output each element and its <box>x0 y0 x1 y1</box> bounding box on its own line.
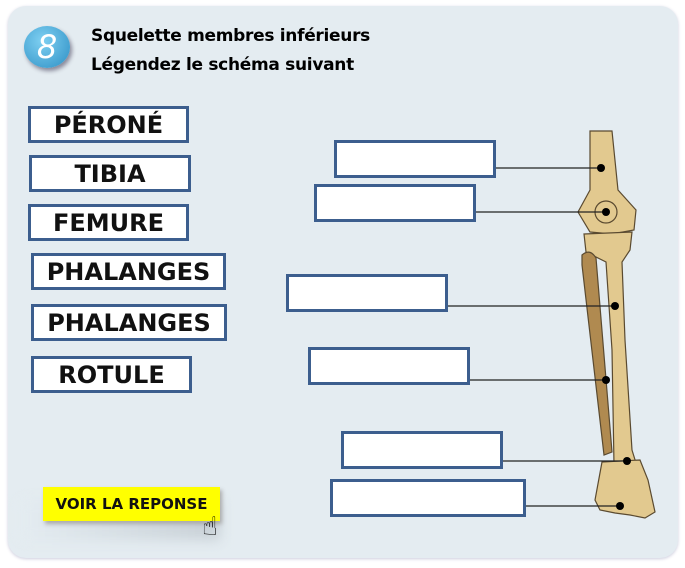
word-tile-phalanges-1[interactable]: PHALANGES <box>31 253 226 290</box>
exercise-title: Squelette membres inférieurs <box>91 26 370 46</box>
exercise-number-badge: 8 <box>24 26 70 68</box>
answer-box-5[interactable] <box>341 431 503 469</box>
answer-box-3[interactable] <box>286 274 448 312</box>
word-tile-phalanges-2[interactable]: PHALANGES <box>31 304 227 341</box>
word-tile-tibia[interactable]: TIBIA <box>29 155 191 192</box>
show-answer-button[interactable]: VOIR LA REPONSE <box>43 487 220 521</box>
word-tile-femure[interactable]: FEMURE <box>28 204 189 241</box>
foot-bones <box>594 459 656 519</box>
pointer-hand-icon: ☝ <box>202 512 218 542</box>
tibia-bone <box>583 231 637 466</box>
answer-box-1[interactable] <box>334 140 496 178</box>
fibula-bone <box>581 251 613 456</box>
exercise-instruction: Légendez le schéma suivant <box>91 55 354 75</box>
answer-box-4[interactable] <box>308 347 470 385</box>
answer-box-2[interactable] <box>314 184 476 222</box>
word-tile-rotule[interactable]: ROTULE <box>31 356 192 393</box>
word-tile-perone[interactable]: PÉRONÉ <box>28 106 189 143</box>
femur-bone <box>577 130 637 235</box>
answer-box-6[interactable] <box>330 479 526 517</box>
